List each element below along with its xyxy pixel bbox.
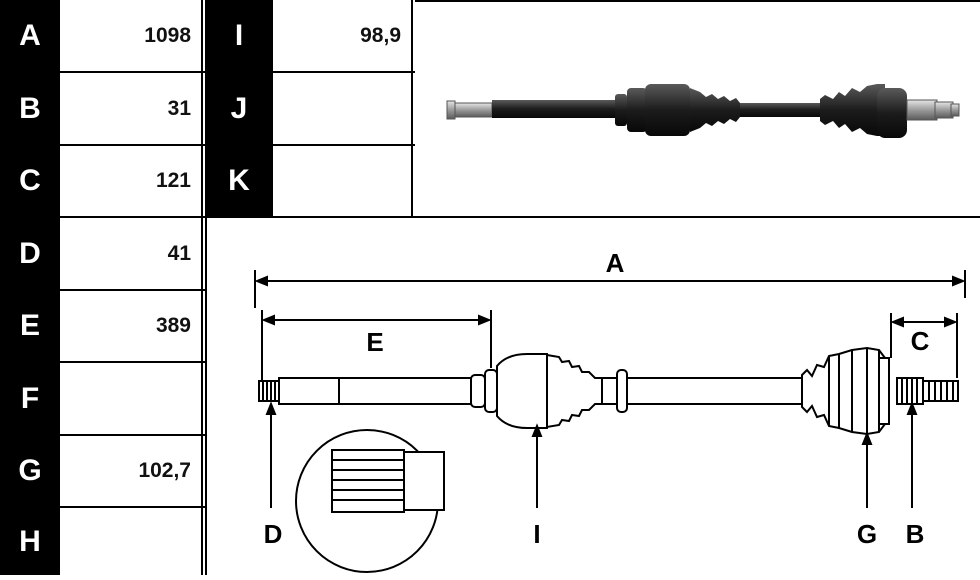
spec-row-j: J <box>205 73 415 146</box>
spec-label-j: J <box>205 73 273 144</box>
spec-value-a: 1098 <box>62 0 203 71</box>
spec-row-c: C 121 <box>0 146 205 218</box>
spec-row-e: E 389 <box>0 291 205 363</box>
spec-row-b: B 31 <box>0 73 205 146</box>
spec-table-right: I 98,9 J K <box>205 0 415 218</box>
spec-label-f: F <box>0 363 60 434</box>
spec-label-k: K <box>205 146 273 216</box>
drive-shaft-photo <box>415 0 980 218</box>
callout-label-b: B <box>906 519 925 549</box>
spec-value-f <box>62 363 203 434</box>
drive-shaft-photo-illustration <box>446 84 960 138</box>
spec-value-c: 121 <box>62 146 203 216</box>
technical-diagram: A E C D I G B <box>205 218 980 575</box>
spec-value-b: 31 <box>62 73 203 144</box>
dimension-label-e: E <box>366 327 383 357</box>
callout-label-d: D <box>264 519 283 549</box>
spec-label-g: G <box>0 436 60 506</box>
spec-value-e: 389 <box>62 291 203 361</box>
spec-row-k: K <box>205 146 415 218</box>
spec-row-f: F <box>0 363 205 436</box>
spec-value-g: 102,7 <box>62 436 203 506</box>
spec-row-a: A 1098 <box>0 0 205 73</box>
drive-shaft-diagram: A E C D I G B <box>254 248 966 573</box>
spec-label-d: D <box>0 218 60 289</box>
spec-value-h <box>62 508 203 575</box>
spec-row-i: I 98,9 <box>205 0 415 73</box>
spec-label-e: E <box>0 291 60 361</box>
spec-label-a: A <box>0 0 60 71</box>
spec-row-g: G 102,7 <box>0 436 205 508</box>
spec-label-b: B <box>0 73 60 144</box>
spec-label-c: C <box>0 146 60 216</box>
dimension-label-a: A <box>606 248 625 278</box>
spec-row-d: D 41 <box>0 218 205 291</box>
spec-label-i: I <box>205 0 273 71</box>
spec-value-d: 41 <box>62 218 203 289</box>
spec-value-j <box>275 73 413 144</box>
spec-table-left: A 1098 B 31 C 121 D 41 E 389 F G 102,7 H <box>0 0 205 575</box>
spec-row-h: H <box>0 508 205 575</box>
spec-label-h: H <box>0 508 60 575</box>
callout-label-g: G <box>857 519 877 549</box>
spec-value-k <box>275 146 413 216</box>
spec-value-i: 98,9 <box>275 0 413 71</box>
callout-label-i: I <box>533 519 540 549</box>
dimension-label-c: C <box>911 326 930 356</box>
